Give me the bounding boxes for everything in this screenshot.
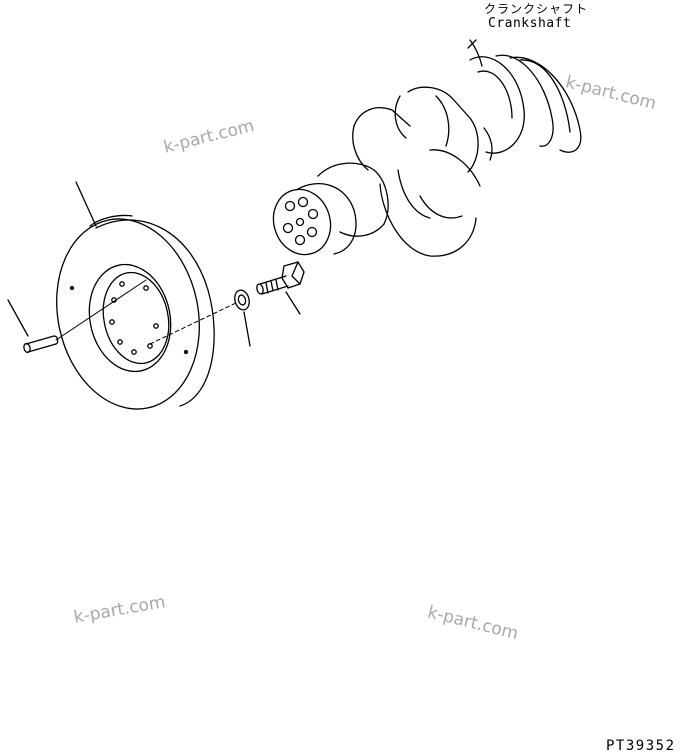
crankshaft [272, 39, 582, 257]
bolt [256, 261, 305, 295]
alignment-lines [55, 279, 239, 345]
dowel-pin [23, 335, 59, 354]
drawing-number: PT39352 [606, 738, 676, 754]
washer [234, 289, 250, 311]
leader-lines [7, 181, 301, 347]
crankshaft-leader-line [467, 39, 477, 49]
crankshaft-label-jp: クランクシャフト [484, 2, 589, 16]
crankshaft-pulley [56, 214, 215, 410]
crankshaft-label-en: Crankshaft [488, 16, 572, 31]
